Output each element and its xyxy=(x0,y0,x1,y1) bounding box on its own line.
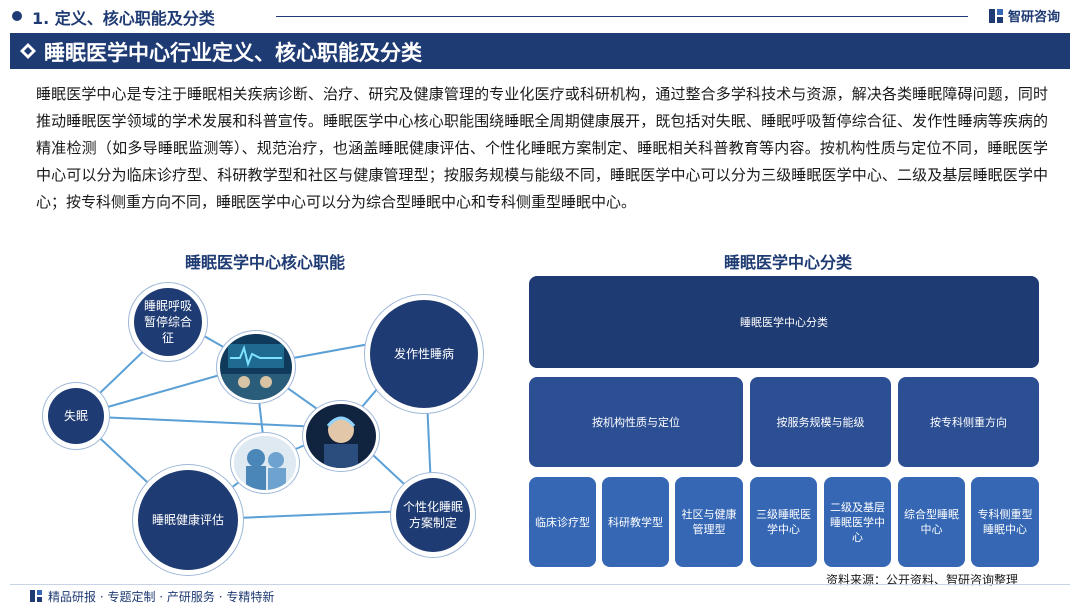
intro-paragraph: 睡眠医学中心是专注于睡眠相关疾病诊断、治疗、研究及健康管理的专业化医疗或科研机构… xyxy=(36,81,1048,216)
footer-logo-icon xyxy=(30,590,42,602)
item-specialty-center: 专科侧重型睡眠中心 xyxy=(971,477,1039,567)
item-community-health: 社区与健康管理型 xyxy=(675,477,743,567)
title-banner: 睡眠医学中心行业定义、核心职能及分类 xyxy=(10,33,1070,69)
item-comprehensive-center: 综合型睡眠中心 xyxy=(898,477,965,567)
brand-name: 智研咨询 xyxy=(1008,6,1060,25)
item-secondary-primary-center: 二级及基层睡眠医学中心 xyxy=(824,477,891,567)
core-functions-diagram: 睡眠呼吸暂停综合征 发作性睡病 失眠 睡眠健康评估 个性化睡眠方案制定 xyxy=(0,270,530,580)
node-narcolepsy: 发作性睡病 xyxy=(370,300,478,408)
node-sleep-apnea: 睡眠呼吸暂停综合征 xyxy=(134,288,202,356)
item-research-teaching: 科研教学型 xyxy=(602,477,669,567)
bullet-dot-icon xyxy=(12,11,22,21)
item-tertiary-center: 三级睡眠医学中心 xyxy=(750,477,817,567)
root-classification-box: 睡眠医学中心分类 xyxy=(529,276,1039,368)
brand-logo-icon xyxy=(988,8,1004,24)
footer-services: 精品研报 · 专题定制 · 产研服务 · 专精特新 xyxy=(48,588,274,605)
node-personalized-plan: 个性化睡眠方案制定 xyxy=(396,478,470,552)
node-insomnia: 失眠 xyxy=(48,388,104,444)
group-service-scale: 按服务规模与能级 xyxy=(750,377,891,467)
monitoring-photo xyxy=(220,334,292,400)
eeg-patient-photo xyxy=(306,404,376,468)
node-sleep-health-assessment: 睡眠健康评估 xyxy=(138,470,238,570)
brand-logo: 智研咨询 xyxy=(988,6,1060,25)
diamond-icon xyxy=(20,43,36,59)
header-divider xyxy=(276,16,968,17)
classification-title: 睡眠医学中心分类 xyxy=(530,249,1046,273)
top-bar: 1. 定义、核心职能及分类 智研咨询 xyxy=(0,0,1080,32)
group-specialty-focus: 按专科侧重方向 xyxy=(898,377,1039,467)
item-clinical: 临床诊疗型 xyxy=(529,477,596,567)
footer-bar: 精品研报 · 专题定制 · 产研服务 · 专精特新 xyxy=(0,584,1080,606)
section-label: 1. 定义、核心职能及分类 xyxy=(32,5,215,29)
footer-divider xyxy=(10,584,1070,585)
lab-photo xyxy=(234,436,296,490)
group-institution-nature: 按机构性质与定位 xyxy=(529,377,743,467)
page-title: 睡眠医学中心行业定义、核心职能及分类 xyxy=(44,37,422,67)
